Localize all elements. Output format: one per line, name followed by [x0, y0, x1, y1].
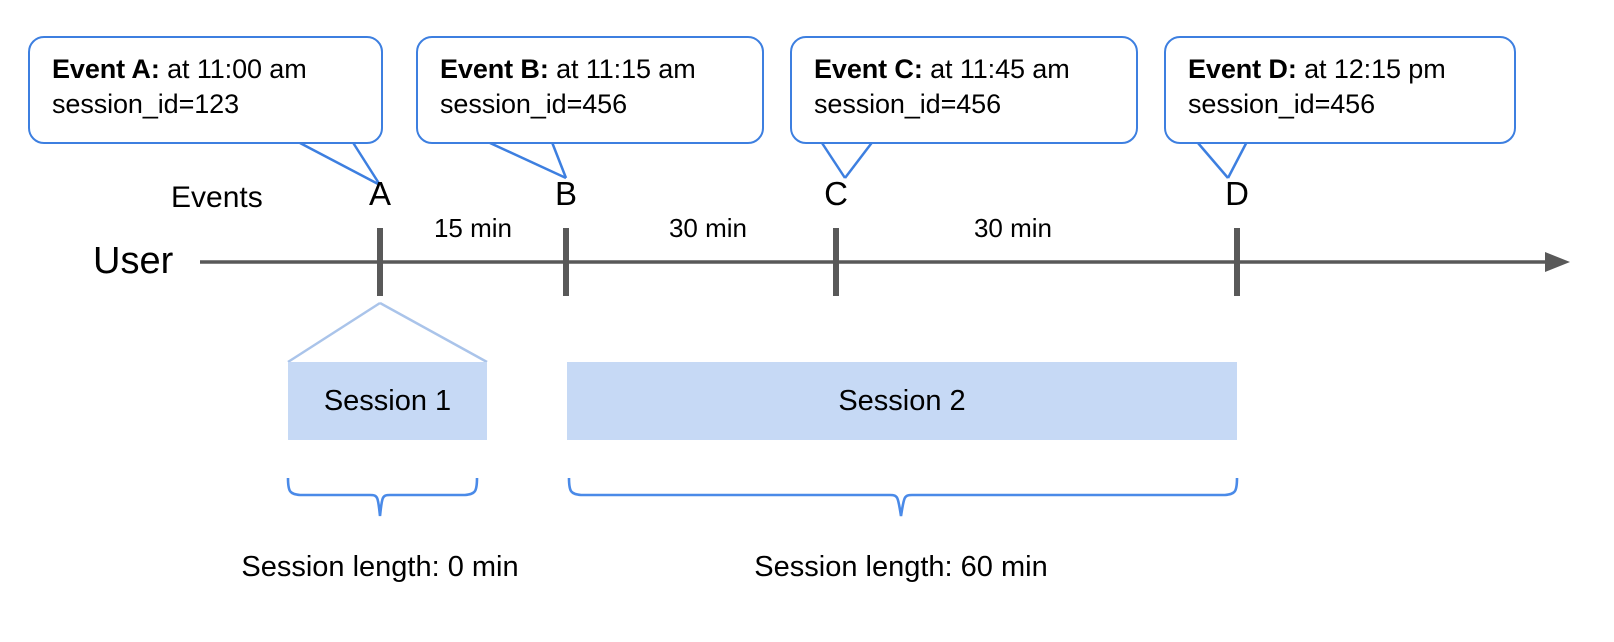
events-row-label: Events: [171, 181, 263, 214]
callout-b-event-time: at 11:15 am: [548, 54, 696, 84]
callout-d-session-id: session_id=456: [1188, 89, 1375, 120]
callout-c-event-time: at 11:45 am: [922, 54, 1070, 84]
session2-brace: [567, 477, 1239, 517]
callout-a-event-time: at 11:00 am: [159, 54, 307, 84]
callout-b-session-id: session_id=456: [440, 89, 627, 120]
callout-b-event-name: Event B:: [440, 54, 549, 84]
callout-c-session-id: session_id=456: [814, 89, 1001, 120]
user-row-label: User: [93, 240, 174, 282]
callout-event-b: Event B: at 11:15 am session_id=456: [416, 36, 764, 144]
event-letter-d: D: [1225, 175, 1249, 212]
gap-label-c-d: 30 min: [973, 213, 1053, 243]
gap-label-b-c: 30 min: [668, 213, 748, 243]
session-1-length-label: Session length: 0 min: [241, 551, 519, 583]
session-bar-1: Session 1: [288, 362, 487, 440]
user-timeline-axis: [200, 252, 1570, 272]
callout-event-c: Event C: at 11:45 am session_id=456: [790, 36, 1138, 144]
session-2-length-label: Session length: 60 min: [754, 551, 1048, 583]
axis-arrowhead: [1545, 252, 1570, 272]
event-letter-c: C: [824, 175, 848, 212]
event-letter-b: B: [554, 175, 578, 212]
event-letter-a: A: [368, 175, 392, 212]
event-tick-marks: [377, 228, 1240, 296]
session-bar-2: Session 2: [567, 362, 1237, 440]
callout-d-event-time: at 12:15 pm: [1296, 54, 1446, 84]
session1-brace: [286, 477, 479, 517]
callout-event-d: Event D: at 12:15 pm session_id=456: [1164, 36, 1516, 144]
callout-event-a: Event A: at 11:00 am session_id=123: [28, 36, 383, 144]
callout-a-session-id: session_id=123: [52, 89, 239, 120]
callout-d-event-name: Event D:: [1188, 54, 1297, 84]
session-bar-1-label: Session 1: [323, 384, 452, 417]
session-bar-2-label: Session 2: [838, 384, 966, 417]
callout-c-event-name: Event C:: [814, 54, 923, 84]
callout-a-event-name: Event A:: [52, 54, 160, 84]
gap-label-a-b: 15 min: [433, 213, 513, 243]
session1-funnel-lines: [287, 301, 488, 364]
